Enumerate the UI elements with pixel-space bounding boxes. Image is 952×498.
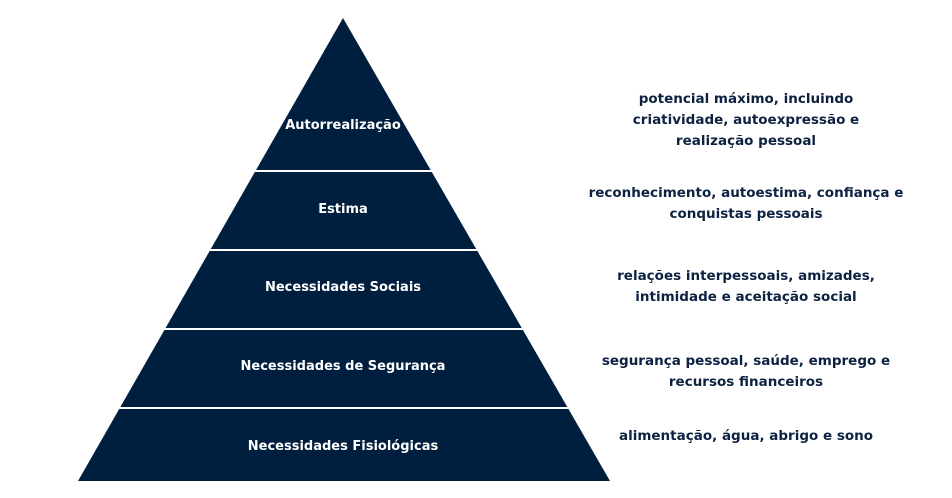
level-description-social: relações interpessoais, amizades, intimi… xyxy=(617,268,875,305)
pyramid-layer-social xyxy=(165,251,522,328)
level-label-self-actualization: Autorrealização xyxy=(285,118,401,133)
pyramid-layer-safety xyxy=(120,330,568,407)
level-description-self-actualization: potencial máximo, incluindo criatividade… xyxy=(632,91,860,149)
level-label-physiological: Necessidades Fisiológicas xyxy=(247,439,439,454)
pyramid-layer-esteem xyxy=(210,172,477,249)
level-description-physiological: alimentação, água, abrigo e sono xyxy=(618,428,874,444)
level-label-social: Necessidades Sociais xyxy=(264,280,422,295)
pyramid-layer-physiological xyxy=(78,409,610,481)
pyramid-layer-self-actualization xyxy=(256,18,431,170)
level-label-safety: Necessidades de Segurança xyxy=(240,359,446,374)
level-description-esteem: reconhecimento, autoestima, confiança e … xyxy=(588,185,904,222)
level-label-esteem: Estima xyxy=(318,202,368,217)
level-description-safety: segurança pessoal, saúde, emprego e recu… xyxy=(601,353,891,390)
